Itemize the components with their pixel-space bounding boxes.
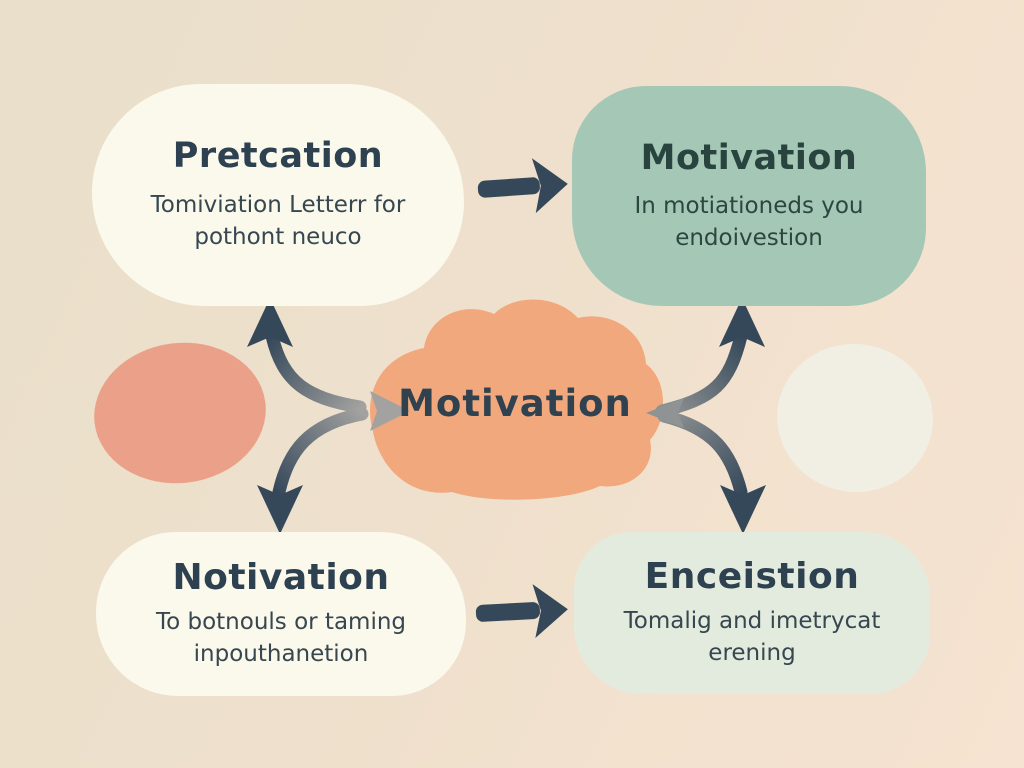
arrowhead-down-right-icon [720,485,766,534]
node-top-right-subtitle-line1: In motiationeds you [634,192,864,219]
arrowhead-up-right-icon [719,298,765,347]
node-top-right: Motivation In motiationeds you endoivest… [572,86,926,306]
arrowhead-down-left-icon [257,485,303,534]
arrowhead-into-center-left-icon [370,391,410,431]
node-top-left-subtitle-line1: Tomiviation Letterr for [150,192,406,219]
node-top-right-title: Motivation [640,137,858,178]
arrowhead-into-center-right-icon [646,398,684,428]
node-bottom-right-subtitle-line2: erening [708,640,796,666]
node-top-left: Pretcation Tomiviation Letterr for potho… [92,84,464,306]
right-accent-blob [777,343,933,493]
node-top-left-title: Pretcation [172,136,384,177]
node-center-label: Motivation [398,382,632,425]
arrow-bottom-right-icon [475,584,568,639]
node-bottom-left-subtitle-line2: inpouthanetion [193,641,369,667]
node-bottom-right-subtitle-line1: Tomalig and imetrycat [623,608,881,635]
node-top-right-subtitle: In motiationeds you endoivestion [634,191,863,254]
node-bottom-left-subtitle-line1: To botnouls or taming [155,609,407,636]
center-cloud-blob [370,299,664,500]
curve-down-left [272,407,369,499]
node-bottom-left: Notivation To botnouls or taming inpouth… [96,532,466,696]
node-bottom-left-title: Notivation [172,557,390,599]
left-accent-blob [94,342,266,484]
node-bottom-right: Enceistion Tomalig and imetrycat erening [574,532,930,694]
node-bottom-right-subtitle: Tomalig and imetrycat erening [624,606,881,669]
node-top-left-subtitle-line2: pothont neuco [194,224,362,250]
node-top-left-subtitle: Tomiviation Letterr for pothont neuco [151,190,406,253]
arrow-top-right-icon [477,158,568,214]
arrowhead-up-left-icon [247,298,293,347]
curve-up-left [265,329,367,414]
curve-up-right [655,329,748,418]
node-top-right-subtitle-line2: endoivestion [675,224,823,251]
curve-down-right [657,409,748,499]
node-bottom-left-subtitle: To botnouls or taming inpouthanetion [156,607,406,670]
node-bottom-right-title: Enceistion [644,556,860,598]
